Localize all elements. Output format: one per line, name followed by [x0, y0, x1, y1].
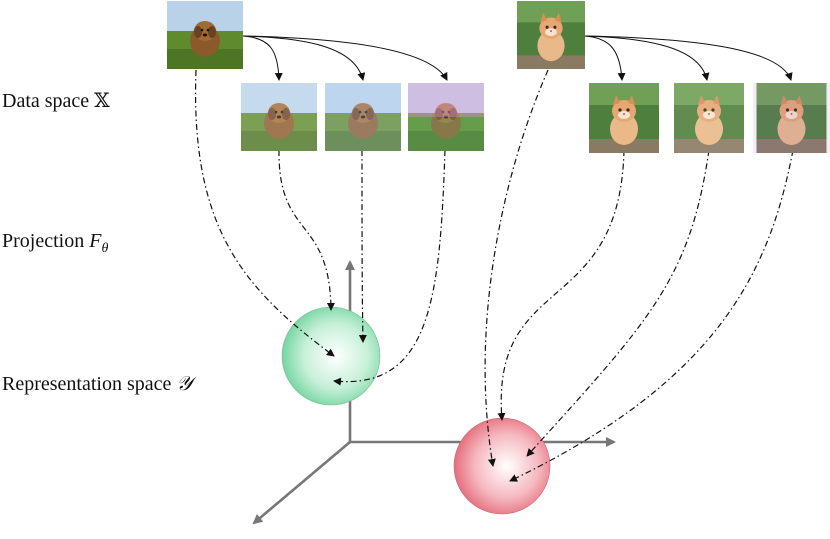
- dog-color-augmentation-image: [408, 83, 484, 151]
- projection-label: Projection Fθ: [2, 230, 108, 257]
- projection-text: Projection: [2, 230, 85, 252]
- data-space-text: Data space: [2, 90, 90, 112]
- red-sphere: [453, 417, 551, 515]
- data-space-symbol: 𝕏: [94, 90, 110, 112]
- projection-subscript: θ: [101, 241, 109, 256]
- projection-arrows: [194, 69, 794, 482]
- green-sphere: [281, 306, 381, 406]
- data-space-label: Data space 𝕏: [2, 88, 110, 113]
- cat-original-image: [517, 1, 585, 69]
- cat-augmentation-2-image: [670, 83, 748, 153]
- representation-space-label: Representation space 𝒴: [2, 373, 192, 396]
- projection-symbol: F: [89, 230, 102, 252]
- dog-original-image: [167, 1, 243, 69]
- cat-augmentation-1-image: [589, 83, 659, 153]
- augmentation-arrows: [242, 35, 793, 81]
- dog-speckle-augmentation-image: [325, 83, 401, 151]
- axis-z: [252, 441, 351, 525]
- dog-noise-augmentation-image: [241, 83, 317, 151]
- cat-augmentation-3-image: [753, 83, 830, 153]
- representation-space-text: Representation space: [2, 373, 172, 395]
- representation-space-symbol: 𝒴: [176, 373, 193, 395]
